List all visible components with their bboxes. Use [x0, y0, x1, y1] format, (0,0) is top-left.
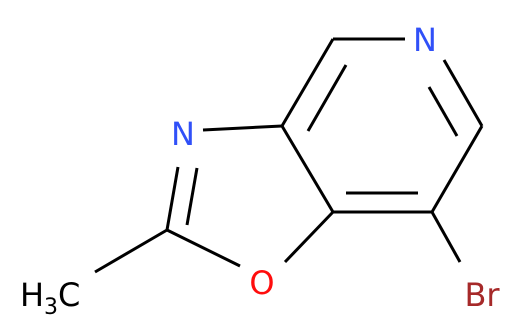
bond-c4-c5-inner — [306, 64, 348, 132]
methyl-h: H — [20, 276, 44, 314]
atom-n-pyridine: N — [413, 21, 437, 59]
atom-br: Br — [464, 276, 500, 314]
atom-labels: N N O Br H 3 C — [20, 21, 500, 320]
atom-o-oxazole: O — [249, 264, 274, 302]
methyl-c: C — [58, 276, 80, 314]
bond-n-oxazole-c2 — [165, 166, 180, 231]
methyl-subscript: 3 — [44, 295, 58, 320]
atom-methyl: H 3 C — [20, 276, 80, 320]
bond-n-oxazole-c2-inner — [185, 167, 199, 226]
bond-c7-br — [430, 211, 462, 263]
atom-n-oxazole: N — [171, 115, 195, 153]
bond-c2-methyl — [94, 228, 168, 274]
bond-c6-c7 — [430, 125, 484, 213]
bond-c7a-c3a — [280, 125, 335, 213]
bond-c2-o — [166, 228, 241, 268]
bond-n-pyridine-c6 — [442, 59, 484, 127]
bonds — [94, 37, 484, 274]
bond-o-c7a — [283, 210, 335, 264]
bond-n-pyridine-c6-inner — [427, 86, 459, 137]
bond-c3a-n-oxazole — [202, 124, 283, 132]
bond-c4-c5 — [280, 38, 335, 127]
